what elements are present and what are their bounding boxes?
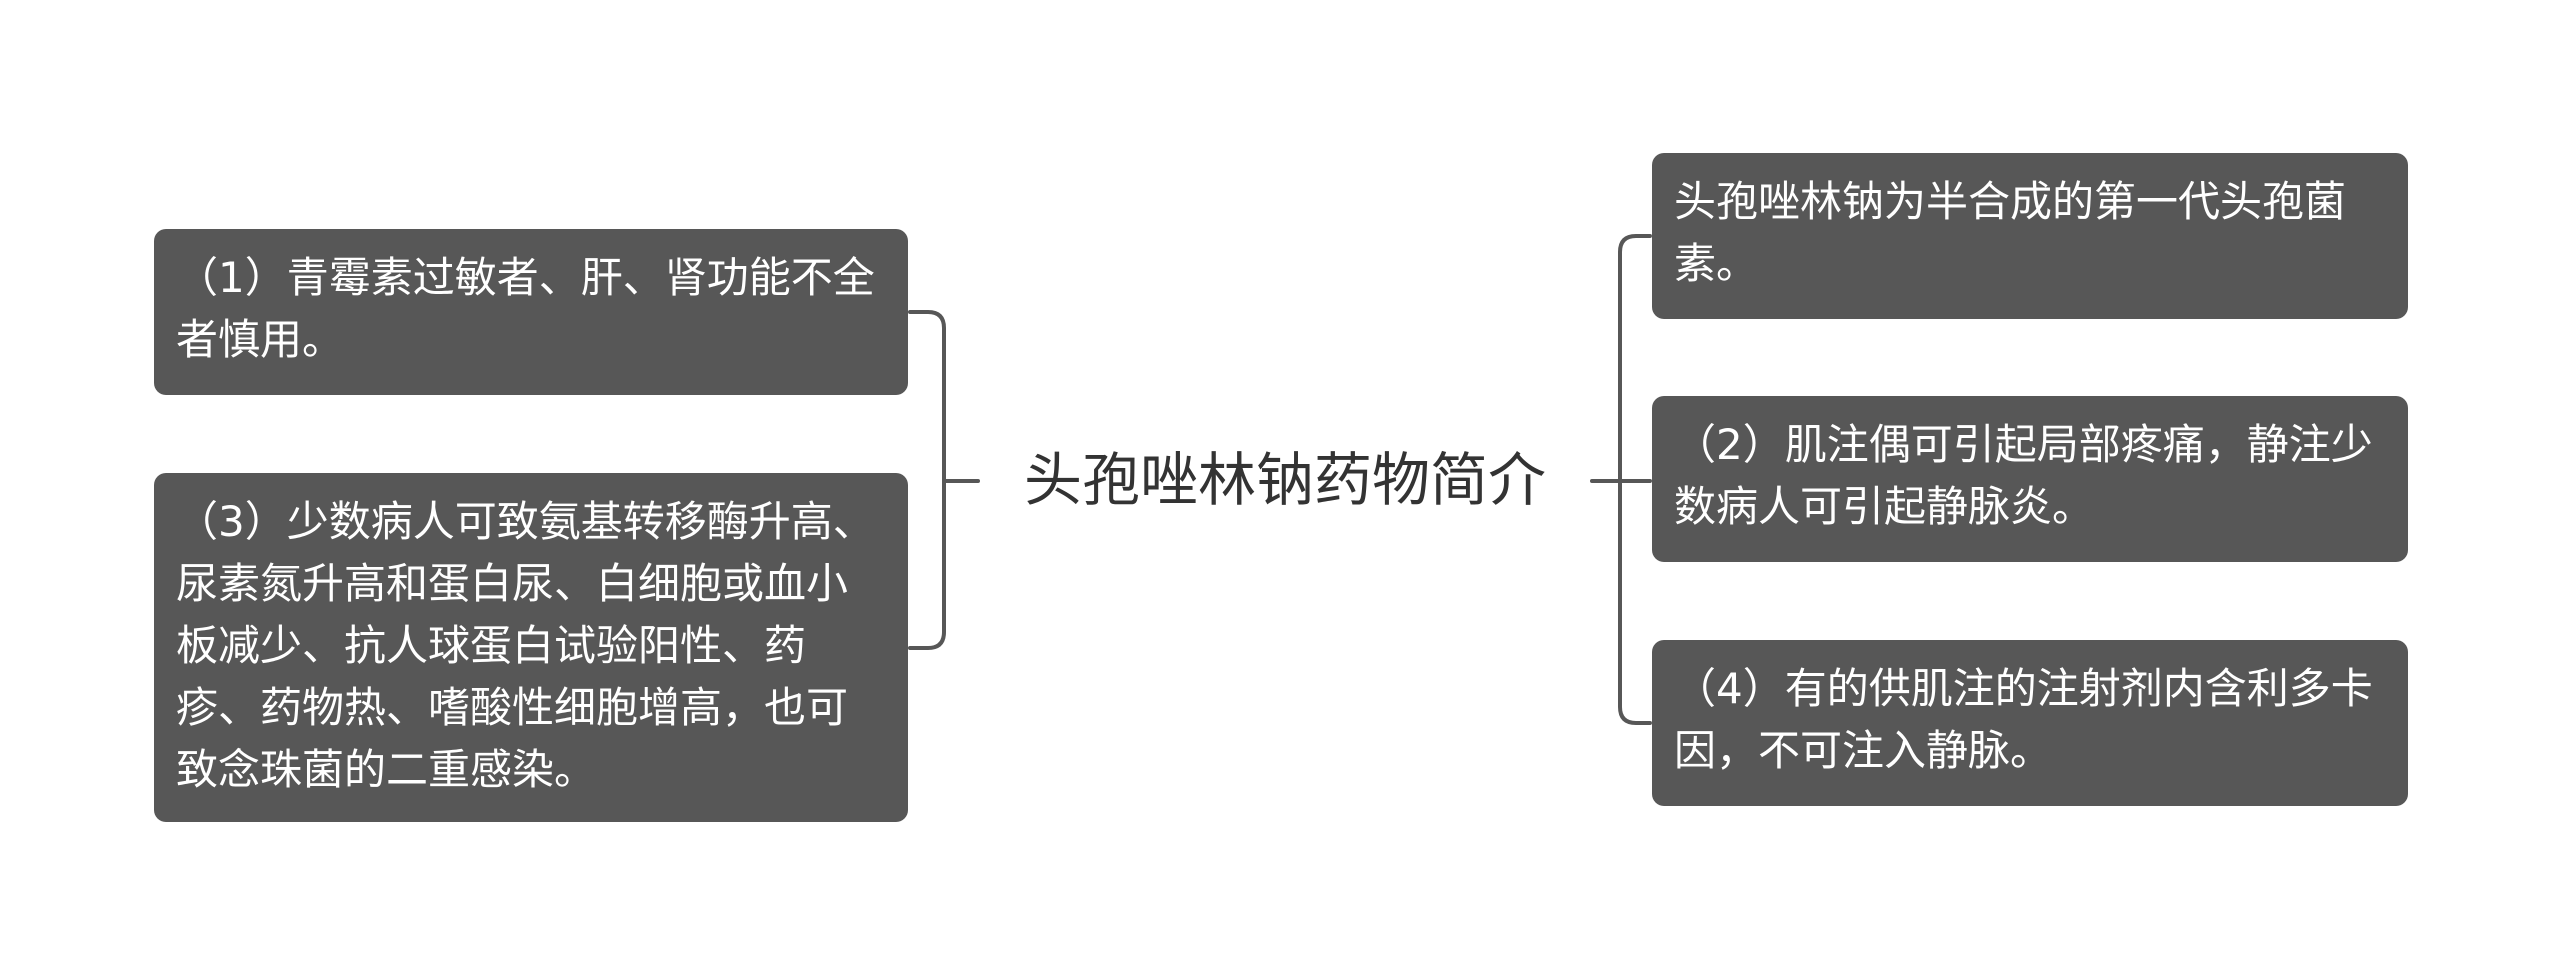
- branch-node-right-2[interactable]: （2）肌注偶可引起局部疼痛，静注少数病人可引起静脉炎。: [1652, 396, 2408, 562]
- branch-node-text: （3）少数病人可致氨基转移酶升高、尿素氮升高和蛋白尿、白细胞或血小板减少、抗人球…: [176, 497, 875, 794]
- branch-node-text: （4）有的供肌注的注射剂内含利多卡因，不可注入静脉。: [1674, 664, 2373, 775]
- connector-left-bracket: [908, 310, 946, 650]
- branch-node-text: （2）肌注偶可引起局部疼痛，静注少数病人可引起静脉炎。: [1674, 420, 2373, 531]
- branch-node-right-3[interactable]: （4）有的供肌注的注射剂内含利多卡因，不可注入静脉。: [1652, 640, 2408, 806]
- central-topic[interactable]: 头孢唑林钠药物简介: [1023, 446, 1546, 514]
- branch-node-text: 头孢唑林钠为半合成的第一代头孢菌素。: [1674, 177, 2347, 288]
- branch-node-right-1[interactable]: 头孢唑林钠为半合成的第一代头孢菌素。: [1652, 153, 2408, 319]
- branch-node-left-1[interactable]: （1）青霉素过敏者、肝、肾功能不全者慎用。: [154, 229, 908, 395]
- branch-node-text: （1）青霉素过敏者、肝、肾功能不全者慎用。: [176, 253, 875, 364]
- branch-node-left-2[interactable]: （3）少数病人可致氨基转移酶升高、尿素氮升高和蛋白尿、白细胞或血小板减少、抗人球…: [154, 473, 908, 822]
